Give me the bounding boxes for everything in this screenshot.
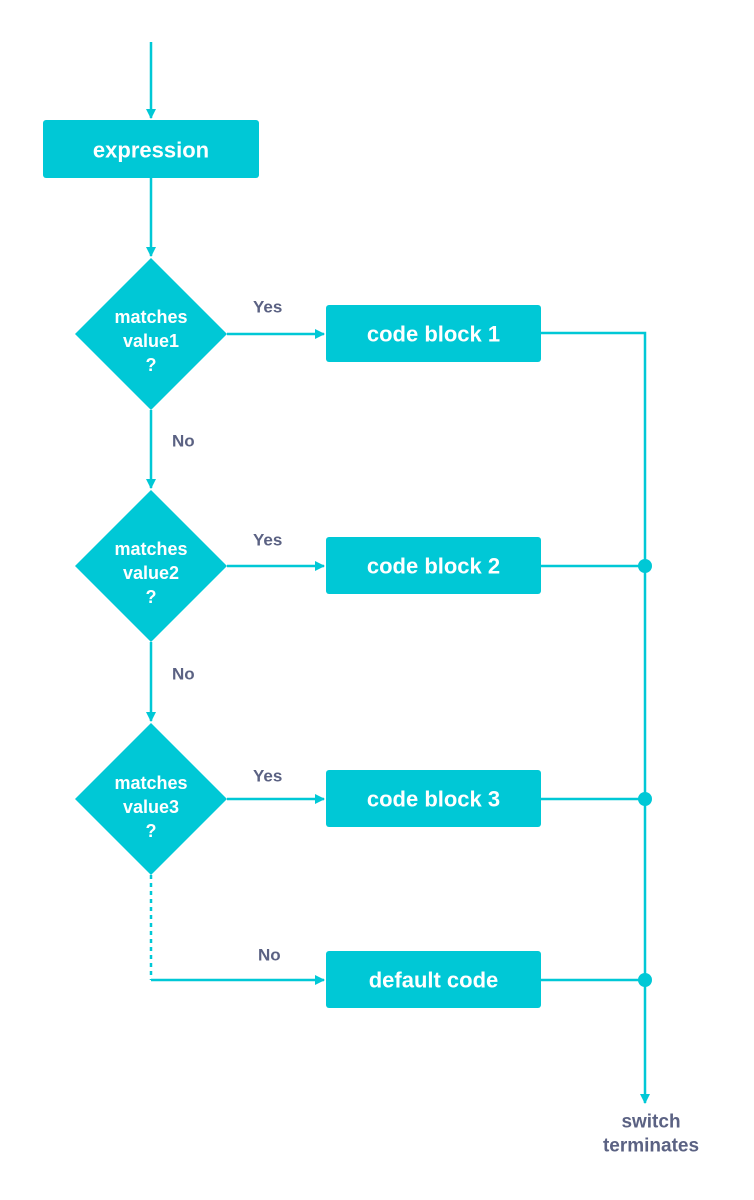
junctions [638, 559, 652, 987]
code-block-3-box [326, 770, 541, 827]
decision-2-diamond [75, 490, 227, 642]
yes-label-1: Yes [253, 298, 282, 317]
yes-label-2: Yes [253, 531, 282, 550]
code-block-1-exit-line [541, 331, 650, 1104]
yes-label-3: Yes [253, 767, 282, 786]
code-block-2-label: code block 2 [367, 554, 500, 579]
junction-dot [638, 792, 652, 806]
decision-2-line2: value2 [123, 563, 179, 583]
junction-dot [638, 559, 652, 573]
decision-3-line3: ? [146, 821, 157, 841]
decision-2-line3: ? [146, 587, 157, 607]
junction-dot [638, 973, 652, 987]
expression-label: expression [93, 138, 209, 163]
code-block-3-label: code block 3 [367, 787, 500, 812]
code-block-2-box [326, 537, 541, 594]
decision-1-line1: matches [114, 307, 187, 327]
no-label-2: No [172, 665, 195, 684]
no-label-3: No [258, 946, 281, 965]
decision-1-line2: value1 [123, 331, 179, 351]
code-block-1-label: code block 1 [367, 322, 500, 347]
expression-box [43, 120, 259, 178]
decision-1-diamond [75, 258, 227, 410]
decision-3-diamond [75, 723, 227, 875]
default-code-label: default code [369, 968, 499, 993]
no-label-1: No [172, 432, 195, 451]
switch-terminates-line1: switch [621, 1112, 680, 1133]
connectors [146, 42, 650, 1104]
default-code-box [326, 951, 541, 1008]
decision-3-line2: value3 [123, 797, 179, 817]
code-block-1-box [326, 305, 541, 362]
switch-terminates-line2: terminates [603, 1136, 699, 1157]
decision-1-line3: ? [146, 355, 157, 375]
decision-3-line1: matches [114, 773, 187, 793]
decision-2-line1: matches [114, 539, 187, 559]
